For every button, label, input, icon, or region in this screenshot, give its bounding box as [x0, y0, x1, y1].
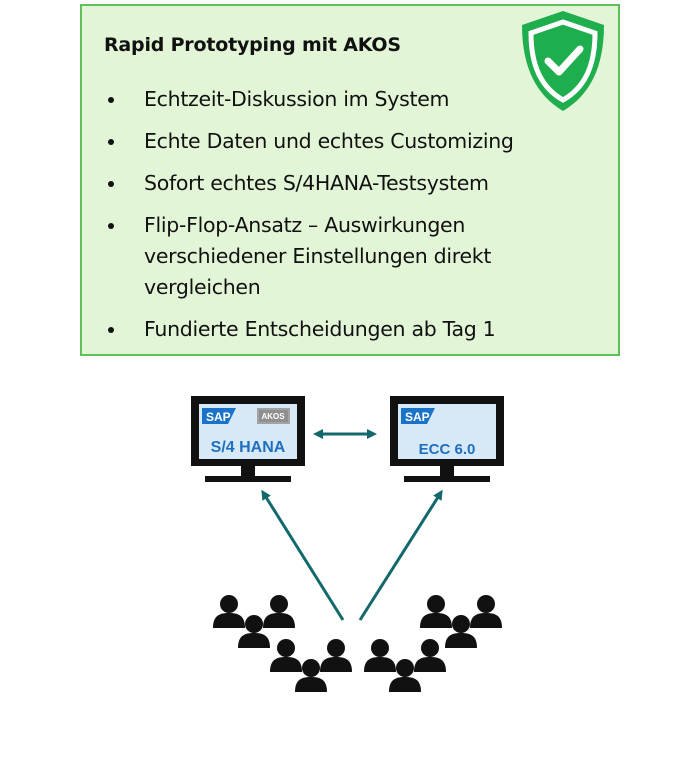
- list-item: Echtzeit-Diskussion im System: [102, 84, 522, 115]
- list-item: Sofort echtes S/4HANA-Testsystem: [102, 168, 522, 199]
- monitor-neck: [440, 466, 454, 476]
- bullet-icon: [108, 139, 114, 145]
- benefit-list: Echtzeit-Diskussion im System Echte Date…: [102, 84, 522, 356]
- monitor-base: [404, 476, 490, 482]
- info-panel: Rapid Prototyping mit AKOS Echtzeit-Disk…: [80, 4, 620, 356]
- list-item: Echte Daten und echtes Customizing: [102, 126, 522, 157]
- panel-title: Rapid Prototyping mit AKOS: [104, 34, 401, 56]
- ecc-label: ECC 6.0: [419, 441, 476, 458]
- s4hana-label: S/4 HANA: [211, 439, 286, 456]
- bullet-icon: [108, 97, 114, 103]
- svg-text:SAP: SAP: [405, 410, 430, 424]
- people-group-center-left-icon: [270, 639, 352, 692]
- svg-text:SAP: SAP: [206, 410, 231, 424]
- shield-check-icon: [522, 11, 604, 111]
- bullet-icon: [108, 181, 114, 187]
- bullet-icon: [108, 327, 114, 333]
- bullet-icon: [108, 223, 114, 229]
- list-item: Flip-Flop-Ansatz – Auswirkungen verschie…: [102, 210, 522, 303]
- arrow-to-s4hana-icon: [261, 489, 345, 621]
- akos-badge-icon: AKOS: [257, 408, 290, 424]
- sap-logo-icon: SAP: [401, 408, 435, 424]
- s4hana-monitor: SAP AKOS S/4 HANA: [191, 396, 305, 482]
- list-item: Fundierte Entscheidungen ab Tag 1: [102, 314, 522, 345]
- sap-logo-icon: SAP: [202, 408, 236, 424]
- monitor-neck: [241, 466, 255, 476]
- people-group-center-right-icon: [364, 639, 446, 692]
- ecc-monitor: SAP ECC 6.0: [390, 396, 504, 482]
- monitor-base: [205, 476, 291, 482]
- svg-text:AKOS: AKOS: [261, 412, 285, 421]
- arrow-to-ecc-icon: [358, 489, 443, 621]
